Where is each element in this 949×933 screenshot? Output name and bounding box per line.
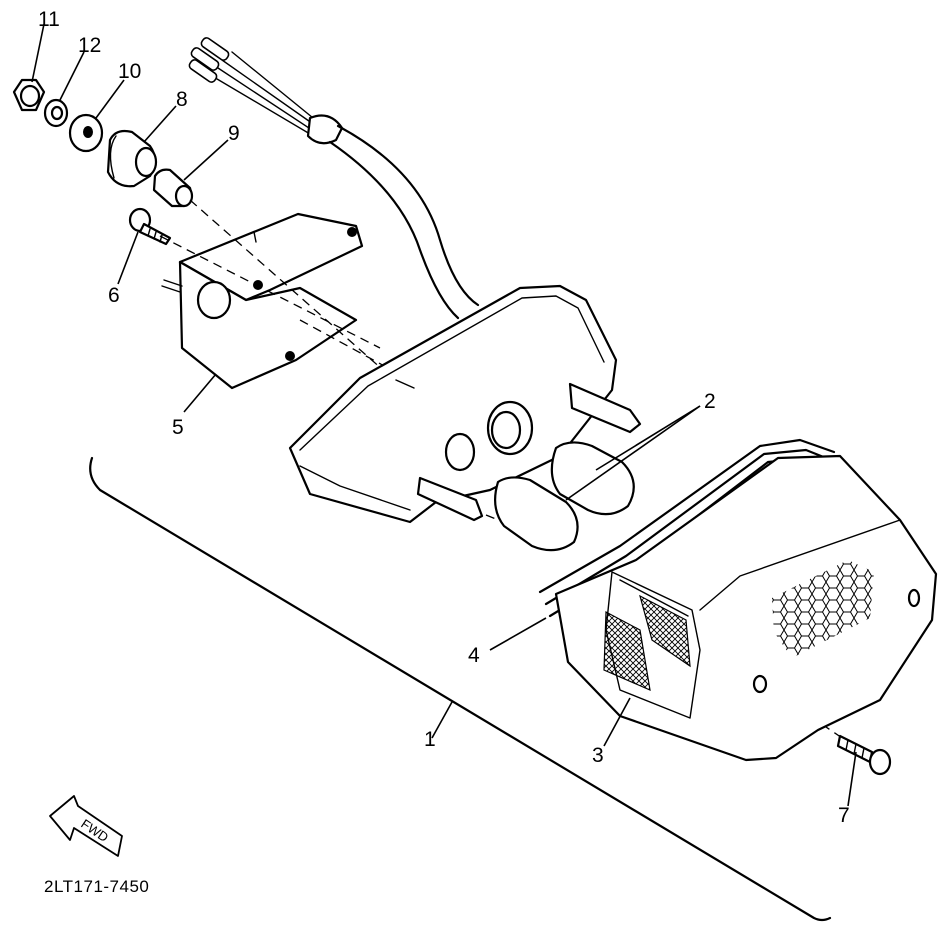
- assembly-bracket-line: [89, 456, 832, 922]
- callout-8: 8: [176, 88, 188, 111]
- tail-light-housing: [288, 284, 642, 524]
- drawing-code: 2LT171-7450: [44, 877, 149, 896]
- nut-11: [12, 78, 46, 112]
- screw-7: [836, 734, 892, 776]
- forward-direction-arrow: FWD: [49, 795, 123, 857]
- callout-12: 12: [78, 34, 101, 57]
- grommet-8: [106, 129, 158, 188]
- washer-10: [68, 113, 104, 153]
- callout-1: 1: [424, 728, 436, 751]
- leader-12: [59, 51, 85, 101]
- washer-12: [43, 98, 69, 128]
- leader-1: [431, 701, 453, 739]
- callout-3: 3: [592, 744, 604, 767]
- collar-9: [152, 168, 194, 208]
- callout-4: 4: [468, 644, 480, 667]
- callout-6: 6: [108, 284, 120, 307]
- bracket-5: [161, 212, 364, 390]
- leader-2a: [595, 405, 701, 471]
- callout-5: 5: [172, 416, 184, 439]
- callout-2: 2: [704, 390, 716, 413]
- callout-10: 10: [118, 60, 141, 83]
- leader-8: [143, 105, 177, 143]
- lens-3: [554, 454, 938, 762]
- leader-6: [117, 231, 139, 285]
- alignment-line-c: [299, 319, 411, 381]
- callout-9: 9: [228, 122, 240, 145]
- alignment-line-a: [189, 199, 409, 393]
- leader-11: [31, 23, 45, 83]
- leader-5: [183, 373, 217, 413]
- leader-9: [183, 139, 229, 181]
- alignment-line-b: [159, 235, 381, 349]
- leader-10: [95, 79, 125, 119]
- wire-harness: [188, 37, 480, 320]
- callout-11: 11: [38, 8, 60, 31]
- leader-4: [489, 617, 547, 651]
- screw-6: [128, 207, 172, 246]
- leader-2b: [565, 405, 701, 501]
- callout-7: 7: [838, 804, 850, 827]
- leader-7: [847, 751, 857, 807]
- leader-3: [603, 697, 631, 747]
